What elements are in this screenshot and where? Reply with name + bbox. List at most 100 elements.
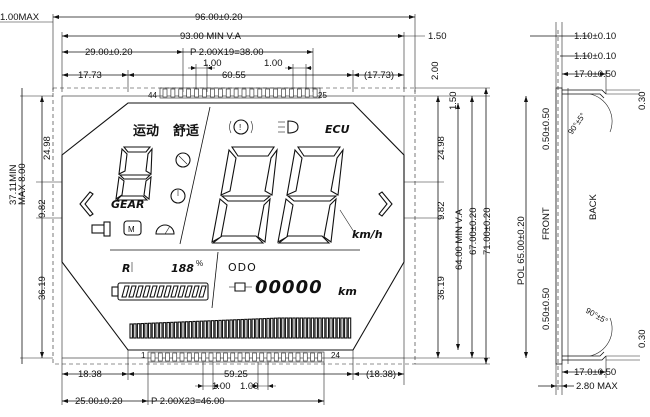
bar-segment <box>336 317 341 339</box>
pin-pad <box>244 352 250 362</box>
side-label-front: FRONT <box>541 207 552 240</box>
pin-pad <box>194 88 199 98</box>
pin-pad <box>218 88 223 98</box>
pin-pad <box>241 88 247 98</box>
bar-segment <box>151 322 156 339</box>
battery-cell <box>191 285 200 298</box>
bar-segment <box>214 319 219 339</box>
bar-segment <box>225 319 230 339</box>
bar-segment <box>292 317 296 339</box>
dim-left-max8: MAX 8.00 <box>17 163 28 205</box>
battery-cell <box>163 285 172 298</box>
dim-overall-width: 96.00±0.20 <box>195 12 242 23</box>
bar-segment <box>281 317 285 339</box>
pin-pad <box>310 352 315 362</box>
pin-pad <box>302 352 308 362</box>
battery-cell <box>156 285 165 298</box>
pin-pad <box>295 352 301 362</box>
pin-pad <box>150 352 156 362</box>
bar-segment <box>255 318 259 339</box>
bar-segment <box>140 322 145 339</box>
dim-right-inner-height: 67.00±0.20 <box>468 208 479 255</box>
dim-bottom-pin-gap-b: 1.00 <box>240 381 259 392</box>
bar-segment <box>133 323 137 339</box>
dim-left-lower: 36.19 <box>37 276 48 300</box>
bar-segment <box>199 320 204 339</box>
pin-pad <box>252 352 257 362</box>
bottom-pin-row <box>150 352 323 362</box>
bar-segment <box>344 317 348 339</box>
side-angle-top: 90°±5° <box>566 111 587 136</box>
top-dimensions: 1.00MAX 96.00±0.20 93.00 MIN V.A 1.50 29… <box>0 12 447 92</box>
pin-pad <box>208 352 214 362</box>
side-dim-top3: 17.0±0.50 <box>574 69 616 80</box>
bar-segment <box>159 322 163 339</box>
side-dim-right-top: 0.30 <box>637 92 648 111</box>
bar-segment <box>173 321 178 339</box>
pin-pad <box>178 88 184 98</box>
bar-segment <box>240 318 244 339</box>
bar-segment <box>136 323 141 339</box>
pin-pad <box>162 88 168 98</box>
chevron-right-icon <box>378 191 393 217</box>
svg-text:!: ! <box>239 123 241 132</box>
battery-percent: 188 <box>171 262 194 275</box>
odometer-value: 00000 <box>255 277 323 298</box>
dim-pin-offset: 29.00±0.20 <box>85 47 132 58</box>
right-dimensions: 1.50 24.98 9.82 36.19 64.00 MIN V.A 67.0… <box>404 87 493 365</box>
bar-segment <box>177 321 182 339</box>
pin-top-last: 25 <box>318 91 327 100</box>
pin-pad <box>223 352 228 362</box>
pin-pad <box>266 352 272 362</box>
mode-m-icon: M <box>123 220 142 236</box>
dim-bottom-pin-gap-a: 1.00 <box>212 381 231 392</box>
bar-segment <box>207 320 211 339</box>
dim-right-outer-height: 71.00±0.20 <box>482 208 493 255</box>
side-dim-max: 2.80 MAX <box>576 381 618 392</box>
chevron-left-icon <box>79 191 94 217</box>
dim-bottom-pin-offset: 25.00±0.20 <box>75 396 122 407</box>
side-dim-right-bottom: 0.30 <box>637 330 648 349</box>
dim-right-middle: 9.82 <box>436 202 447 221</box>
side-view: 1.10±0.10 1.10±0.10 17.0±0.50 0.30 0.30 … <box>516 22 648 395</box>
bar-segment <box>321 317 326 339</box>
dim-pitch: P 2.00X19=38.00 <box>190 47 264 58</box>
battery-cell <box>198 285 207 298</box>
bar-segment <box>233 319 237 339</box>
dim-bottom-pin-span: 59.25 <box>224 369 248 380</box>
dim-left-total: 37.11MIN <box>8 164 19 205</box>
bar-segment <box>347 317 352 339</box>
bar-segment <box>299 317 304 339</box>
bar-segment <box>277 317 281 339</box>
svg-text:R: R <box>122 262 130 275</box>
pin-pad <box>230 352 236 362</box>
pin-pad <box>289 88 294 98</box>
bar-segment <box>251 318 256 339</box>
bottom-dimensions: 18.38 59.25 (18.38) 1.00 1.00 25.00±0.20… <box>61 350 405 407</box>
pin-pad <box>210 88 215 98</box>
pin-pad <box>186 352 192 362</box>
pin-pad <box>281 88 286 98</box>
bar-segment <box>210 320 215 339</box>
pin-pad <box>157 352 163 362</box>
dim-max-thickness: 1.00MAX <box>0 12 40 23</box>
dim-pin-span: 60.55 <box>222 70 246 81</box>
bar-segment <box>144 322 148 339</box>
battery-cell <box>128 285 137 298</box>
battery-cell <box>184 285 193 298</box>
dim-left-middle: 9.82 <box>37 200 48 219</box>
side-dim-top1: 1.10±0.10 <box>574 31 616 42</box>
dim-pin-gap-a: 1.00 <box>203 58 222 69</box>
side-angle-bottom: 90°±5° <box>584 306 609 326</box>
label-odo: ODO <box>228 261 257 274</box>
brake-warning-icon: ! <box>229 119 253 135</box>
bar-segment <box>303 317 307 339</box>
pin-pad <box>281 352 286 362</box>
bar-segment <box>162 322 167 339</box>
gear-digit <box>115 146 153 201</box>
bar-segment <box>188 321 193 339</box>
bar-segment <box>218 319 222 339</box>
headlight-icon <box>278 120 299 134</box>
dim-right-upper: 24.98 <box>436 136 447 160</box>
